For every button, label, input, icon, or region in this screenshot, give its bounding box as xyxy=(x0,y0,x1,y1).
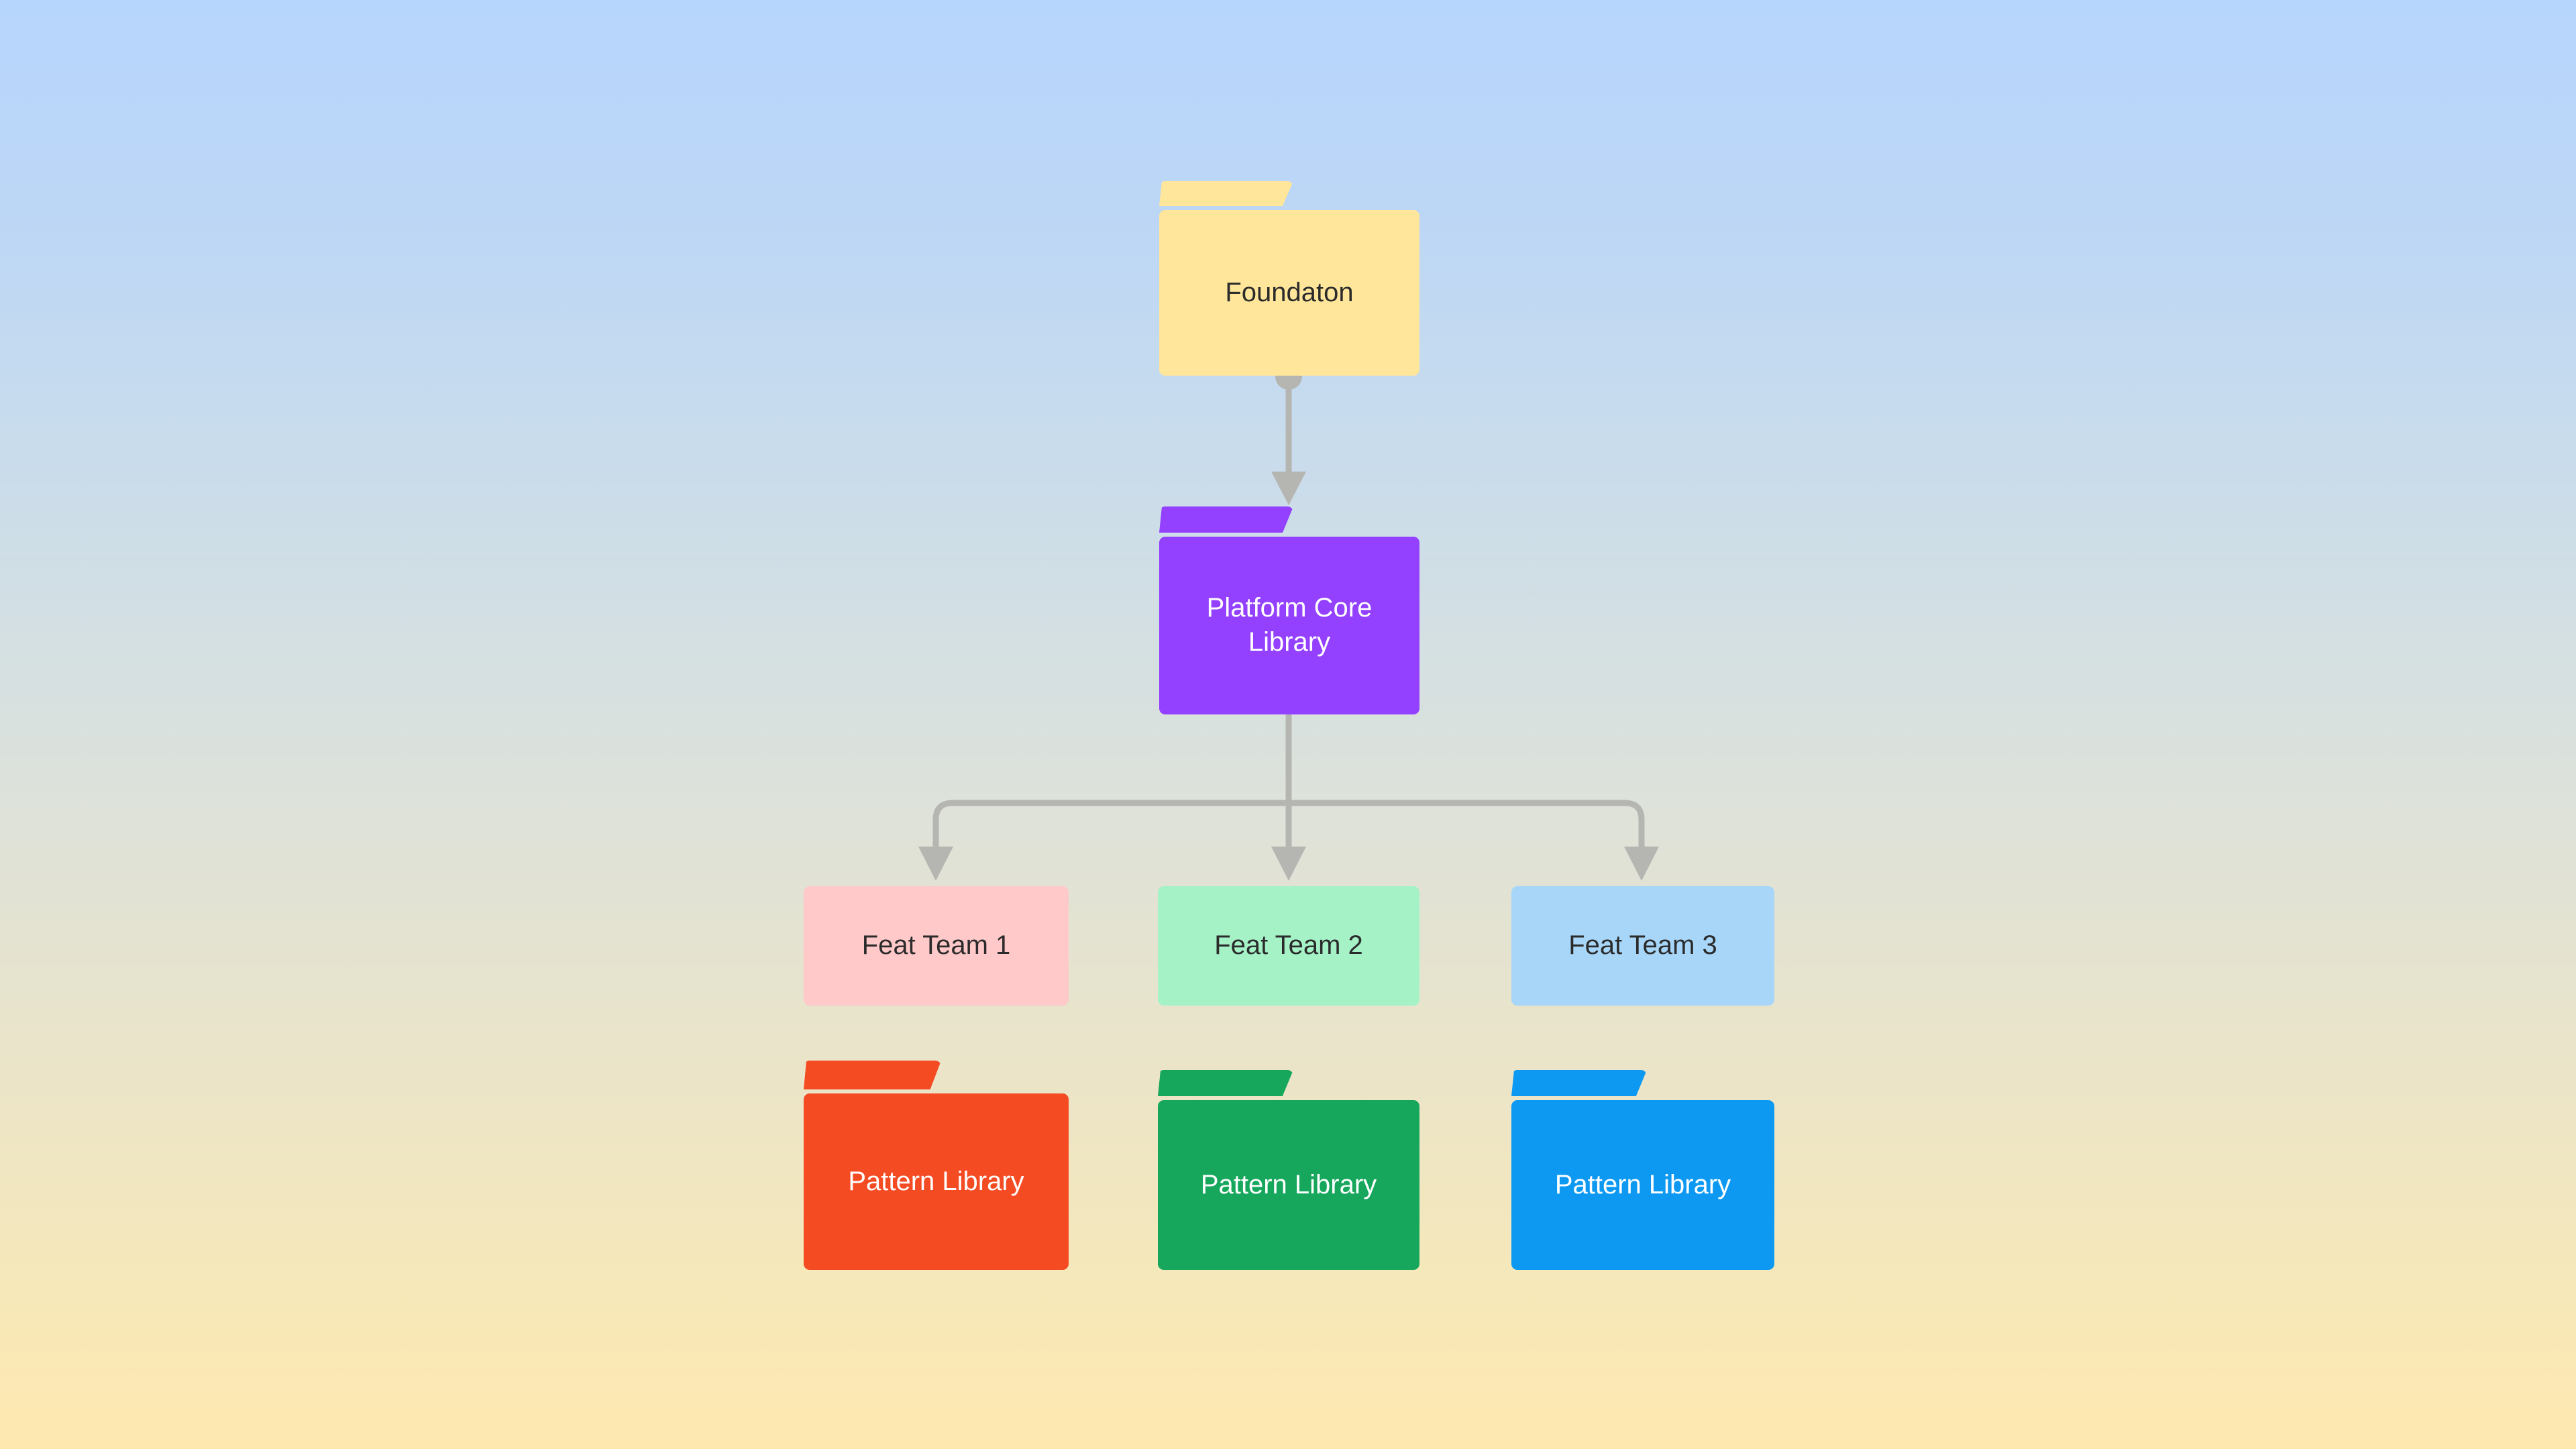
edge-arrow-icon xyxy=(918,847,953,881)
edge-platform-to-feat-team-1-arrow xyxy=(918,828,953,881)
node-label: Feat Team 2 xyxy=(1214,930,1363,961)
folder-body xyxy=(1511,1100,1774,1270)
node-pattern-library-blue-folder[interactable]: Pattern Library xyxy=(1511,1070,1774,1270)
folder-tab-icon xyxy=(1511,1070,1647,1096)
node-label: Pattern Library xyxy=(848,1166,1024,1196)
node-feat-team-1[interactable]: Feat Team 1 xyxy=(804,886,1069,1006)
folder-tab-icon xyxy=(1159,181,1293,206)
folder-body xyxy=(1159,210,1419,376)
node-label: Foundaton xyxy=(1225,277,1354,307)
folder-tab-icon xyxy=(1159,506,1293,533)
edge-platform-to-feat-team-2-arrow xyxy=(1271,800,1306,881)
edge-foundation-to-platform xyxy=(1271,363,1306,505)
node-label: Pattern Library xyxy=(1200,1169,1377,1199)
node-pattern-library-green-folder[interactable]: Pattern Library xyxy=(1158,1070,1419,1270)
edge-platform-branch-bus xyxy=(932,800,1645,849)
node-label: Pattern Library xyxy=(1554,1169,1731,1199)
folder-body xyxy=(804,1093,1069,1270)
node-feat-team-3[interactable]: Feat Team 3 xyxy=(1511,886,1774,1006)
folder-tab-icon xyxy=(804,1061,941,1089)
folder-tab-icon xyxy=(1158,1070,1293,1096)
edge-arrow-icon xyxy=(1271,472,1306,505)
node-label: Feat Team 1 xyxy=(861,930,1011,961)
node-feat-team-2[interactable]: Feat Team 2 xyxy=(1158,886,1419,1006)
node-platform-core-library-folder[interactable]: Platform Core Library xyxy=(1159,506,1419,714)
folder-body xyxy=(1159,537,1419,714)
edge-line xyxy=(932,800,1645,849)
edge-platform-to-feat-team-3-arrow xyxy=(1624,828,1659,881)
edge-arrow-icon xyxy=(1624,847,1659,881)
node-pattern-library-red-folder[interactable]: Pattern Library xyxy=(804,1061,1069,1270)
folder-body xyxy=(1158,1100,1419,1270)
node-foundation-folder[interactable]: Foundaton xyxy=(1159,181,1419,376)
node-label: Feat Team 3 xyxy=(1568,930,1717,961)
node-label: Platform Core Library xyxy=(1206,593,1373,657)
edge-arrow-icon xyxy=(1271,847,1306,881)
